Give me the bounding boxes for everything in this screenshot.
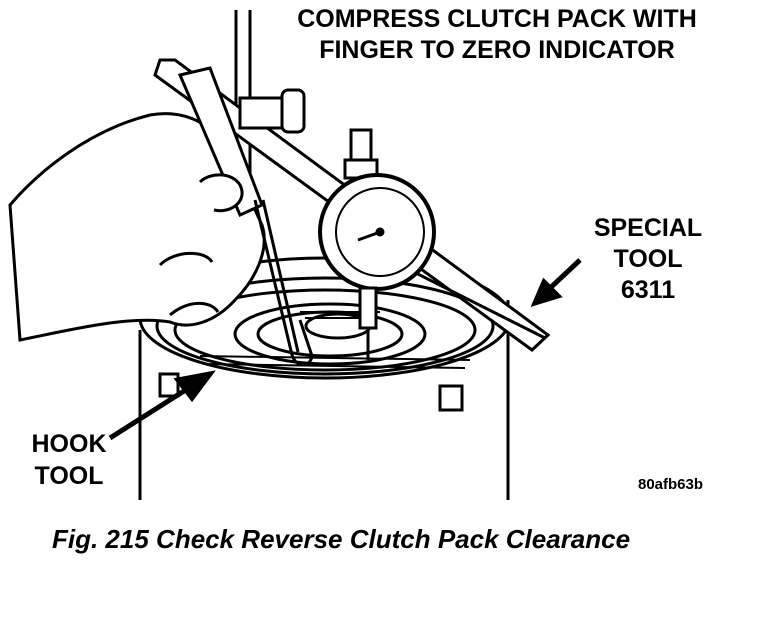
callout-hook-line2: TOOL xyxy=(34,462,104,490)
stand-clamp-knob xyxy=(238,88,306,134)
clutch-clearance-illustration xyxy=(8,10,582,500)
leader-arrows xyxy=(108,258,582,441)
callout-special-line3: 6311 xyxy=(620,276,676,304)
callout-compress-line1: COMPRESS CLUTCH PACK WITH xyxy=(297,5,697,33)
callout-compress-line2: FINGER TO ZERO INDICATOR xyxy=(319,36,675,64)
reference-code: 80afb63b xyxy=(638,476,704,493)
hand xyxy=(8,66,266,342)
callout-hook-tool: HOOK TOOL xyxy=(14,428,124,492)
callout-special-tool: SPECIAL TOOL 6311 xyxy=(578,213,718,306)
hook-tool xyxy=(253,199,314,367)
callout-compress-clutch-pack: COMPRESS CLUTCH PACK WITH FINGER TO ZERO… xyxy=(262,4,732,66)
callout-special-line1: SPECIAL xyxy=(593,214,703,242)
callout-special-line2: TOOL xyxy=(613,245,683,273)
dial-indicator xyxy=(318,128,436,360)
callout-hook-line1: HOOK xyxy=(31,430,107,458)
figure-caption: Fig. 215 Check Reverse Clutch Pack Clear… xyxy=(52,524,631,554)
